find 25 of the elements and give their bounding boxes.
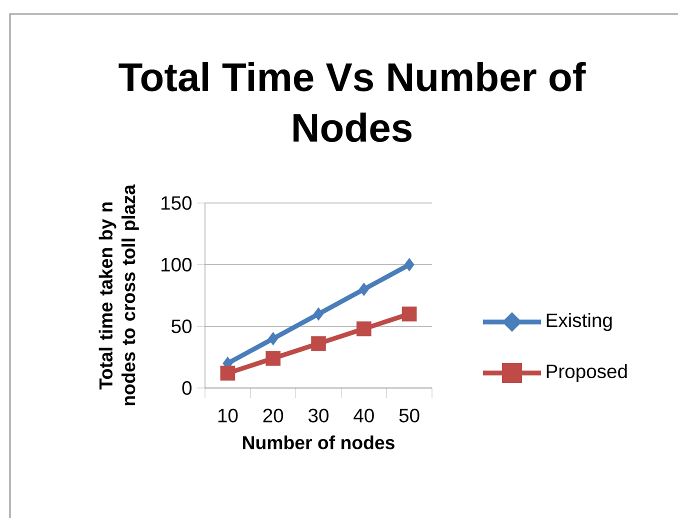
y-axis-title: Total time taken by n nodes to cross toll plaza xyxy=(98,184,139,406)
x-tick-label: 10 xyxy=(218,408,238,422)
x-tick-label: 30 xyxy=(308,408,328,422)
point xyxy=(266,350,281,366)
legend-label: Existing xyxy=(546,312,612,332)
point xyxy=(311,336,326,352)
y-tick-label: 150 xyxy=(161,196,192,210)
y-tick-label: 100 xyxy=(161,258,192,272)
point xyxy=(220,366,236,381)
point xyxy=(313,307,324,321)
x-axis-title: Number of nodes xyxy=(243,436,394,450)
point xyxy=(404,258,414,272)
legend-item: Existing xyxy=(483,312,612,332)
x-tick-label: 20 xyxy=(263,408,284,422)
point xyxy=(402,306,417,322)
y-tick-label: 0 xyxy=(182,381,192,395)
point xyxy=(268,332,278,346)
legend-item: Proposed xyxy=(483,363,627,383)
legend-label: Proposed xyxy=(546,364,627,382)
x-tick-label: 50 xyxy=(399,408,420,422)
point xyxy=(356,321,372,336)
x-tick-label: 40 xyxy=(354,408,374,422)
chart-title: Total Time Vs Number of Nodes xyxy=(118,62,586,142)
y-tick-label: 50 xyxy=(172,319,192,334)
point xyxy=(358,282,369,296)
